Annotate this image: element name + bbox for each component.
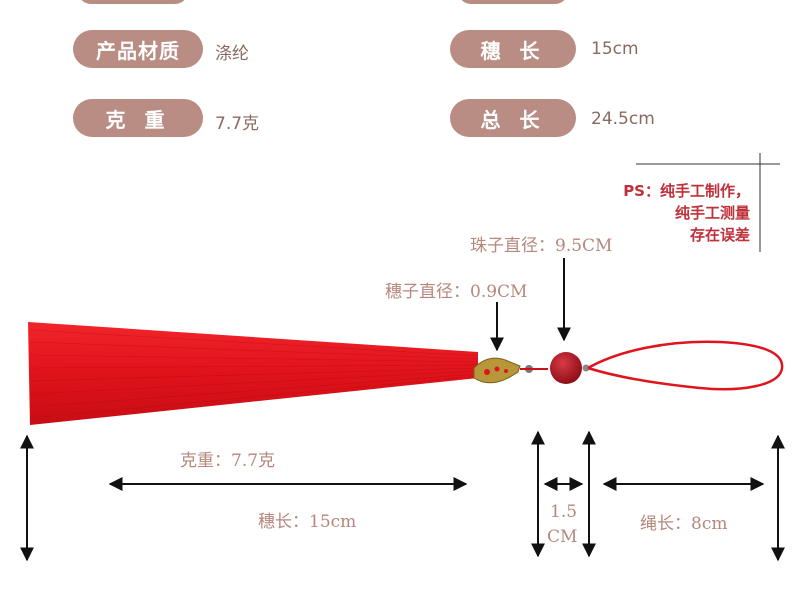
rope-loop: [587, 340, 784, 391]
ps-note-line1: PS：纯手工制作，: [623, 182, 750, 200]
top-pill-right: [458, 0, 568, 4]
weight-label: 克 重: [73, 99, 203, 137]
gap-unit: CM: [547, 527, 578, 547]
small-bead: [582, 364, 590, 372]
total-length-label: 总 长: [450, 99, 576, 137]
weight-annotation: 克重：7.7克: [180, 451, 276, 471]
tassel-diameter-label: 穗子直径：0.9CM: [385, 282, 528, 302]
tassel-length-value: 15cm: [591, 39, 639, 59]
weight-value: 7.7克: [215, 114, 260, 134]
tassel-length-annotation: 穗长：15cm: [258, 512, 357, 532]
bead-diameter-label: 珠子直径：9.5CM: [470, 236, 613, 256]
tassel-fringe: [28, 322, 478, 425]
ps-note-line2: 纯手工测量: [674, 204, 750, 222]
tassel-threads: [29, 329, 479, 419]
ps-note-line3: 存在误差: [689, 226, 750, 244]
ps-note: PS：纯手工制作， 纯手工测量 存在误差: [560, 180, 750, 246]
main-bead: [550, 352, 582, 384]
material-label: 产品材质: [73, 30, 203, 68]
top-pill-left: [78, 0, 188, 4]
total-length-value: 24.5cm: [591, 109, 655, 129]
material-value: 涤纶: [215, 44, 249, 64]
gap-value: 1.5: [550, 502, 578, 522]
tassel-length-label: 穗 长: [450, 30, 576, 68]
rope-length-annotation: 绳长：8cm: [640, 514, 728, 534]
